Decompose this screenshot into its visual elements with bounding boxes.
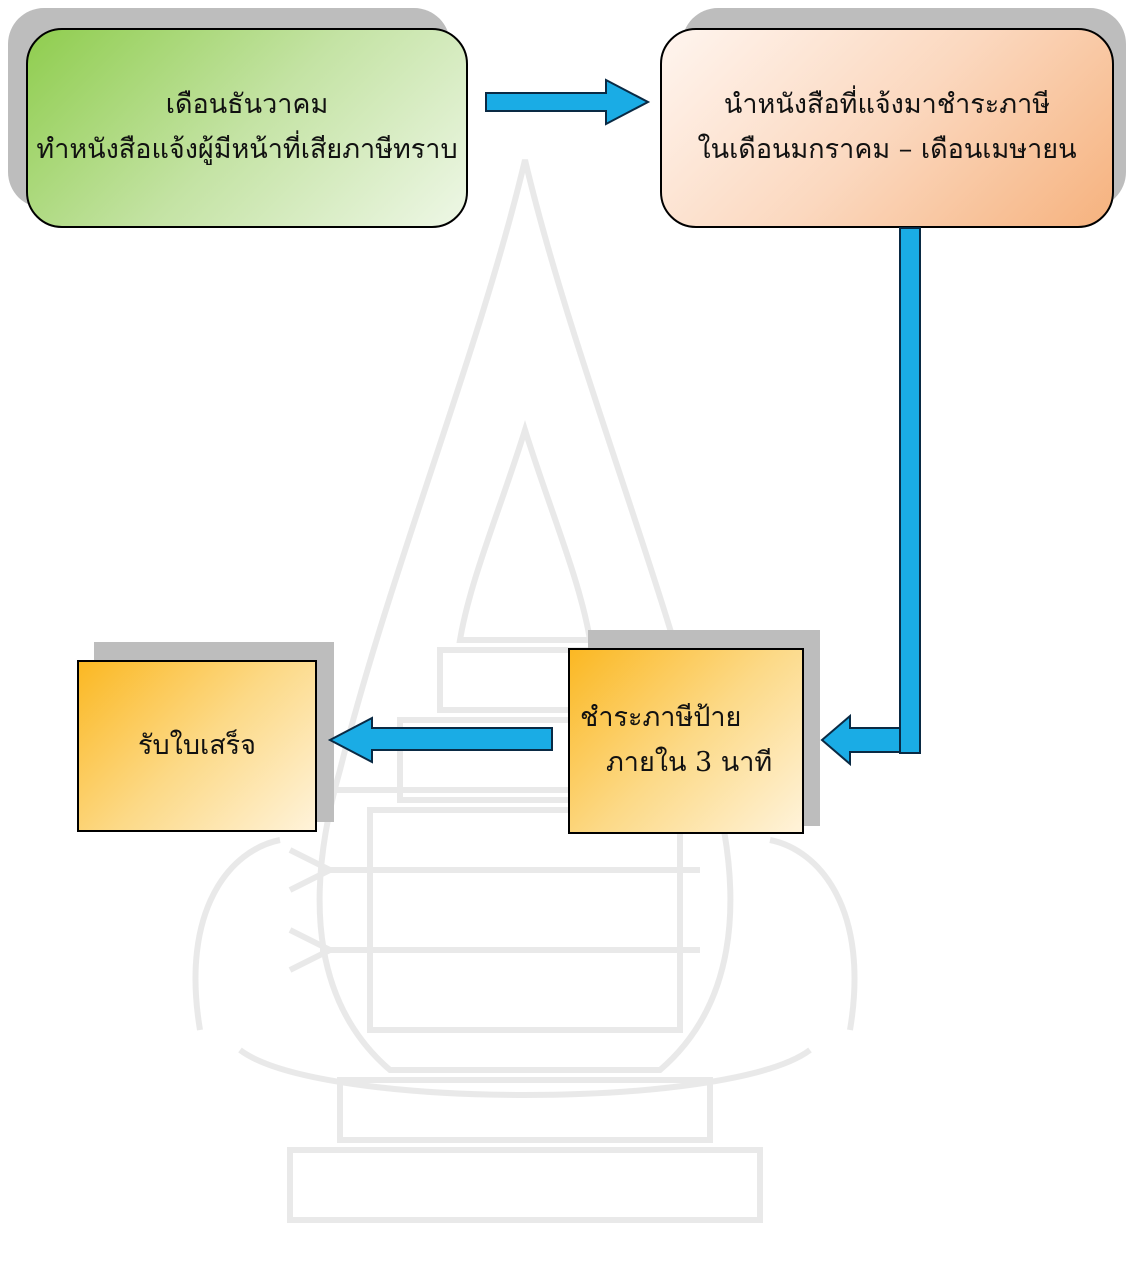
step1-box: เดือนธันวาคม ทำหนังสือแจ้งผู้มีหน้าที่เส… [26, 28, 468, 228]
arrow-left-step3-to-step4 [327, 716, 553, 764]
step1-title: เดือนธันวาคม [165, 89, 329, 121]
step2-box: นำหนังสือที่แจ้งมาชำระภาษี ในเดือนมกราคม… [660, 28, 1114, 228]
university-emblem-watermark [192, 159, 858, 1223]
step2-description: ในเดือนมกราคม – เดือนเมษายน [697, 134, 1077, 165]
arrow-connector-down [899, 227, 921, 754]
step4-box: รับใบเสร็จ [77, 660, 317, 832]
step3-title: ชำระภาษีป้าย [580, 702, 742, 734]
step1-description: ทำหนังสือแจ้งผู้มีหน้าที่เสียภาษีทราบ [36, 134, 458, 165]
arrow-right-step1-to-step2 [485, 78, 651, 126]
arrow-left-into-step3 [820, 713, 901, 767]
step4-title: รับใบเสร็จ [138, 729, 256, 761]
step3-description: ภายใน 3 นาที [606, 747, 773, 778]
step2-title: นำหนังสือที่แจ้งมาชำระภาษี [723, 89, 1051, 121]
step3-box: ชำระภาษีป้าย ภายใน 3 นาที [568, 648, 804, 834]
